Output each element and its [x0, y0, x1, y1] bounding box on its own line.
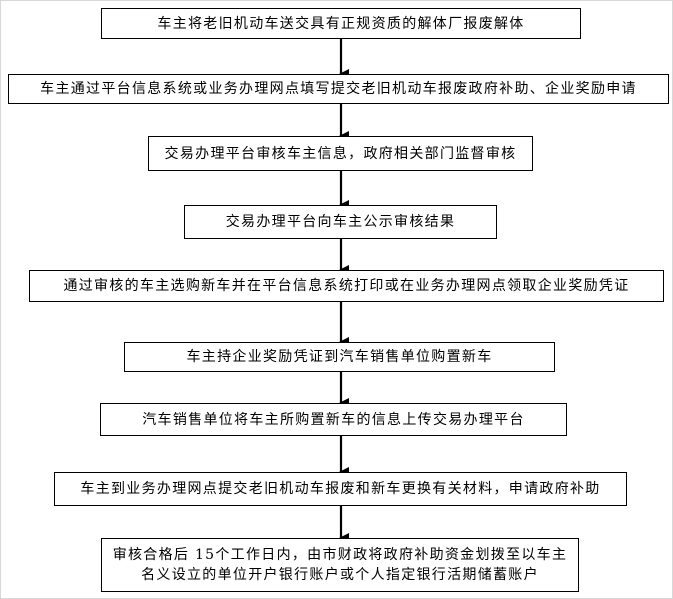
flow-step-4: 交易办理平台向车主公示审核结果	[184, 205, 497, 239]
flow-step-3: 交易办理平台审核车主信息，政府相关部门监督审核	[148, 136, 533, 171]
flow-step-9: 审核合格后 15个工作日内，由市财政将政府补助资金划拨至以车主名义设立的单位开户…	[101, 538, 579, 592]
flow-step-5: 通过审核的车主选购新车并在平台信息系统打印或在业务办理网点领取企业奖励凭证	[29, 270, 664, 302]
flow-step-2: 车主通过平台信息系统或业务办理网点填写提交老旧机动车报废政府补助、企业奖励申请	[8, 74, 669, 104]
flow-step-8: 车主到业务办理网点提交老旧机动车报废和新车更换有关材料，申请政府补助	[54, 472, 627, 506]
flow-step-1: 车主将老旧机动车送交具有正规资质的解体厂报废解体	[101, 8, 581, 39]
flow-step-6: 车主持企业奖励凭证到汽车销售单位购置新车	[124, 342, 555, 372]
flow-step-7: 汽车销售单位将车主所购置新车的信息上传交易办理平台	[100, 403, 567, 436]
